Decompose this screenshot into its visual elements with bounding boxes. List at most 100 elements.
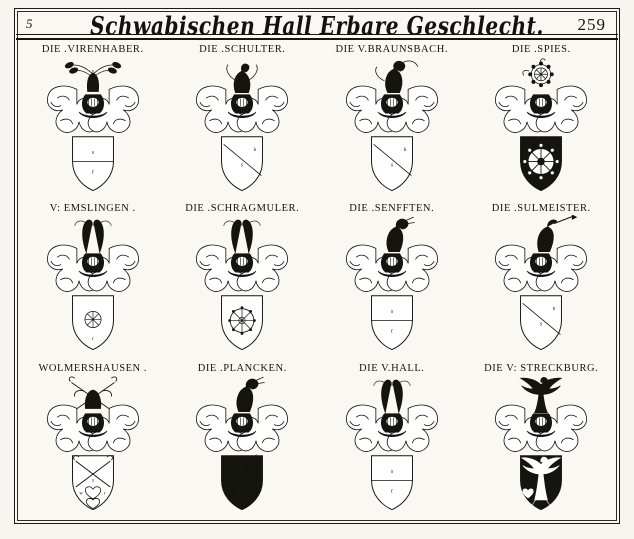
coat-of-arms-engraving: s r [317,215,467,360]
family-name-label: DIE .SCHRAGMULER. [185,203,300,215]
arms-svg: s b [196,63,289,192]
svg-text:b: b [553,306,556,312]
shield: s b [221,136,264,192]
helm [526,413,556,437]
mantling [46,245,139,293]
coat-of-arms-engraving: s b [317,56,467,201]
coat-of-arms-engraving: r [18,215,168,360]
coat-of-arms-cell[interactable]: DIE V.BRAUNSBACH. s b [317,42,467,201]
coat-of-arms-cell[interactable]: DIE V.HALL. s r [317,361,467,520]
family-name-label: DIE .SCHULTER. [199,44,286,55]
arms-svg: s [196,376,289,510]
svg-text:b: b [403,147,406,153]
coat-of-arms-grid: DIE .VIRENHABER. s r DIE .SCHULTER [18,42,616,520]
svg-text:s: s [230,485,232,491]
family-name-label: DIE .SULMEISTER. [491,203,591,215]
title-band: 5 Schwabischen Hall Erbare Geschlecht. 2… [16,10,618,41]
svg-text:b: b [254,147,257,153]
shield: s w r [71,454,114,510]
arms-svg: s b [345,60,438,192]
crest [373,379,411,413]
coat-of-arms-cell[interactable]: DIE .SENFFTEN. s r [317,201,467,360]
coat-of-arms-cell[interactable]: DIE .SCHRAGMULER. [168,201,318,360]
svg-text:s: s [391,469,394,475]
helm [227,413,257,437]
arms-svg: s r [345,379,438,510]
shield: s r [370,454,413,510]
crest [519,376,563,413]
svg-text:s: s [391,162,394,168]
svg-text:s: s [92,150,95,156]
helm [377,413,407,437]
coat-of-arms-engraving: s r [317,375,467,520]
coat-of-arms-cell[interactable]: V: EMSLINGEN . r [18,201,168,360]
helm [78,94,108,118]
coat-of-arms-engraving [168,215,318,360]
crest [74,220,112,254]
svg-text:s: s [391,309,394,315]
helm [78,413,108,437]
shield: s b [370,136,413,192]
arms-row: DIE .VIRENHABER. s r DIE .SCHULTER [18,42,616,201]
svg-text:s: s [540,322,543,328]
family-name-label: DIE .SPIES. [511,44,571,55]
mantling [345,245,438,293]
family-name-label: WOLMERSHAUSEN . [38,362,148,374]
coat-of-arms-engraving [467,56,617,201]
coat-of-arms-engraving: s b [168,56,318,201]
crest [537,215,578,253]
shield: s r [370,295,413,351]
svg-text:s: s [92,477,94,483]
helm [227,94,257,118]
coat-of-arms-engraving: s w r [18,375,168,520]
corner-mark: 5 [26,16,33,31]
arms-svg: s r [345,217,438,351]
crest [375,60,418,93]
svg-text:s: s [241,162,244,168]
family-name-label: DIE .SENFFTEN. [349,203,435,215]
svg-text:r: r [104,491,106,496]
helm [78,253,108,278]
page-title: Schwabischen Hall Erbare Geschlecht. [90,11,544,41]
coat-of-arms-cell[interactable]: WOLMERSHAUSEN . s w r [18,361,168,520]
family-name-label: DIE V: STRECKBURG. [484,362,599,374]
helm [526,253,556,278]
helm [227,253,257,278]
coat-of-arms-engraving: s [168,375,318,520]
shield [221,295,264,351]
coat-of-arms-cell[interactable]: DIE .SULMEISTER. s b [467,201,617,360]
family-name-label: DIE V.BRAUNSBACH. [335,44,449,55]
coat-of-arms-cell[interactable]: DIE .PLANCKEN. s [168,361,318,520]
coat-of-arms-engraving: s r [18,56,168,201]
crest [68,376,117,410]
svg-text:r: r [391,329,393,335]
coat-of-arms-cell[interactable]: DIE .SPIES. [467,42,617,201]
shield: s b [520,295,563,351]
arms-svg: r [46,220,139,351]
crest [223,220,261,254]
coat-of-arms-cell[interactable]: DIE .VIRENHABER. s r [18,42,168,201]
arms-svg: s w r [46,376,139,510]
shield: s r [71,136,114,192]
crest [226,63,258,93]
shield [520,454,563,510]
coat-of-arms-cell[interactable]: DIE .SCHULTER. s b [168,42,318,201]
helm [377,94,407,118]
mantling [196,404,289,452]
mantling [196,85,289,133]
page-number: 259 [577,15,606,34]
helm [526,94,556,118]
arms-svg: s b [495,215,588,351]
crest [236,376,265,412]
svg-text:r: r [391,488,393,494]
arms-svg [495,376,588,510]
coat-of-arms-engraving: s b [467,215,617,360]
mantling [46,404,139,452]
shield: s [221,454,264,510]
svg-text:r: r [92,336,94,342]
coat-of-arms-cell[interactable]: DIE V: STRECKBURG. [467,361,617,520]
shield [520,136,563,192]
arms-svg [495,58,588,192]
shield: r [71,295,114,351]
